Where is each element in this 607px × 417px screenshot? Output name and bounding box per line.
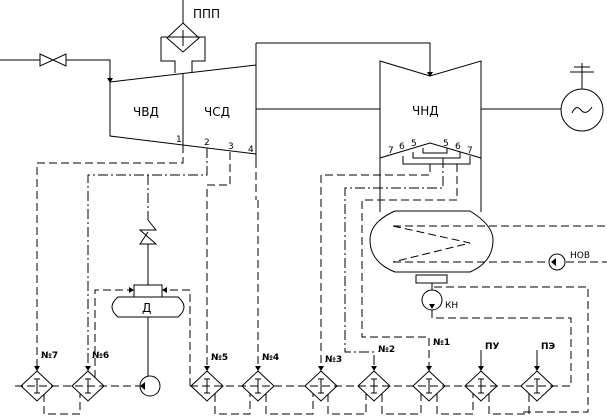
heater-label: №6: [92, 351, 109, 361]
heater-label: ПУ: [485, 342, 500, 352]
heater-label: №1: [433, 338, 450, 348]
inlet-arrow-icon: [318, 366, 324, 371]
lp-extraction-label: 7: [467, 146, 473, 156]
heater-label: ПЭ: [541, 342, 556, 352]
inlet-arrow-icon: [204, 366, 210, 371]
condenser: НОВ КН: [369, 210, 607, 413]
ip-turbine-label: ЧСД: [204, 105, 230, 119]
heaters: №7 №6 №5 №4 №3 №2 №1 ПУ ПЭ: [20, 338, 556, 402]
lp-turbine: ЧНД 7 6 5 5 6 7: [379, 60, 482, 212]
hp-ip-turbine: ЧВД ЧСД 1 2 3 4: [109, 43, 257, 200]
heater-2: №6: [71, 351, 109, 402]
extraction-1-label: 1: [176, 135, 182, 145]
lp-extraction-label: 5: [443, 139, 449, 149]
inlet-arrow-icon: [85, 366, 91, 371]
condensate-pump-label: КН: [445, 301, 458, 311]
heater-5: №3: [304, 355, 342, 402]
reheater-label: ППП: [193, 7, 220, 21]
inlet-arrow-icon: [478, 366, 484, 371]
heater-8: ПУ: [464, 342, 500, 402]
reheater: ППП: [160, 0, 220, 73]
cooling-pump-icon: [548, 253, 566, 271]
generator: [481, 63, 604, 132]
heater-label: №7: [41, 351, 58, 361]
main-steam-line: [0, 53, 113, 83]
heater-9: ПЭ: [520, 342, 556, 402]
extraction-4-label: 4: [248, 145, 254, 155]
heater-label: №5: [211, 353, 228, 363]
lp-extraction-label: 6: [399, 142, 405, 152]
deaerator-valve-icon: [138, 219, 158, 245]
heater-label: №2: [378, 345, 395, 355]
lp-turbine-label: ЧНД: [412, 104, 439, 118]
steam-valve-icon: [39, 53, 67, 67]
hp-turbine-label: ЧВД: [133, 105, 159, 119]
deaerator-label: Д: [142, 301, 151, 315]
inlet-arrow-icon: [534, 366, 540, 371]
heater-7: №1: [412, 338, 450, 402]
extraction-2-label: 2: [204, 138, 210, 148]
heater-label: №3: [325, 355, 342, 365]
heater-6: №2: [357, 345, 395, 402]
lp-extraction-label: 5: [411, 139, 417, 149]
lp-extraction-label: 6: [455, 142, 461, 152]
lp-extraction-label: 7: [388, 146, 394, 156]
heater-label: №4: [262, 353, 279, 363]
inlet-arrow-icon: [426, 366, 432, 371]
deaerator: Д: [94, 219, 191, 397]
heater-4: №4: [241, 353, 279, 402]
crossover-pipe: [256, 42, 431, 73]
inlet-arrow-icon: [371, 366, 377, 371]
heater-3: №5: [190, 353, 228, 402]
inlet-arrow-icon: [34, 366, 40, 371]
inlet-arrow-icon: [255, 366, 261, 371]
cooling-pump-label: НОВ: [570, 251, 590, 261]
heater-1: №7: [20, 351, 58, 402]
extraction-3-label: 3: [228, 142, 234, 152]
